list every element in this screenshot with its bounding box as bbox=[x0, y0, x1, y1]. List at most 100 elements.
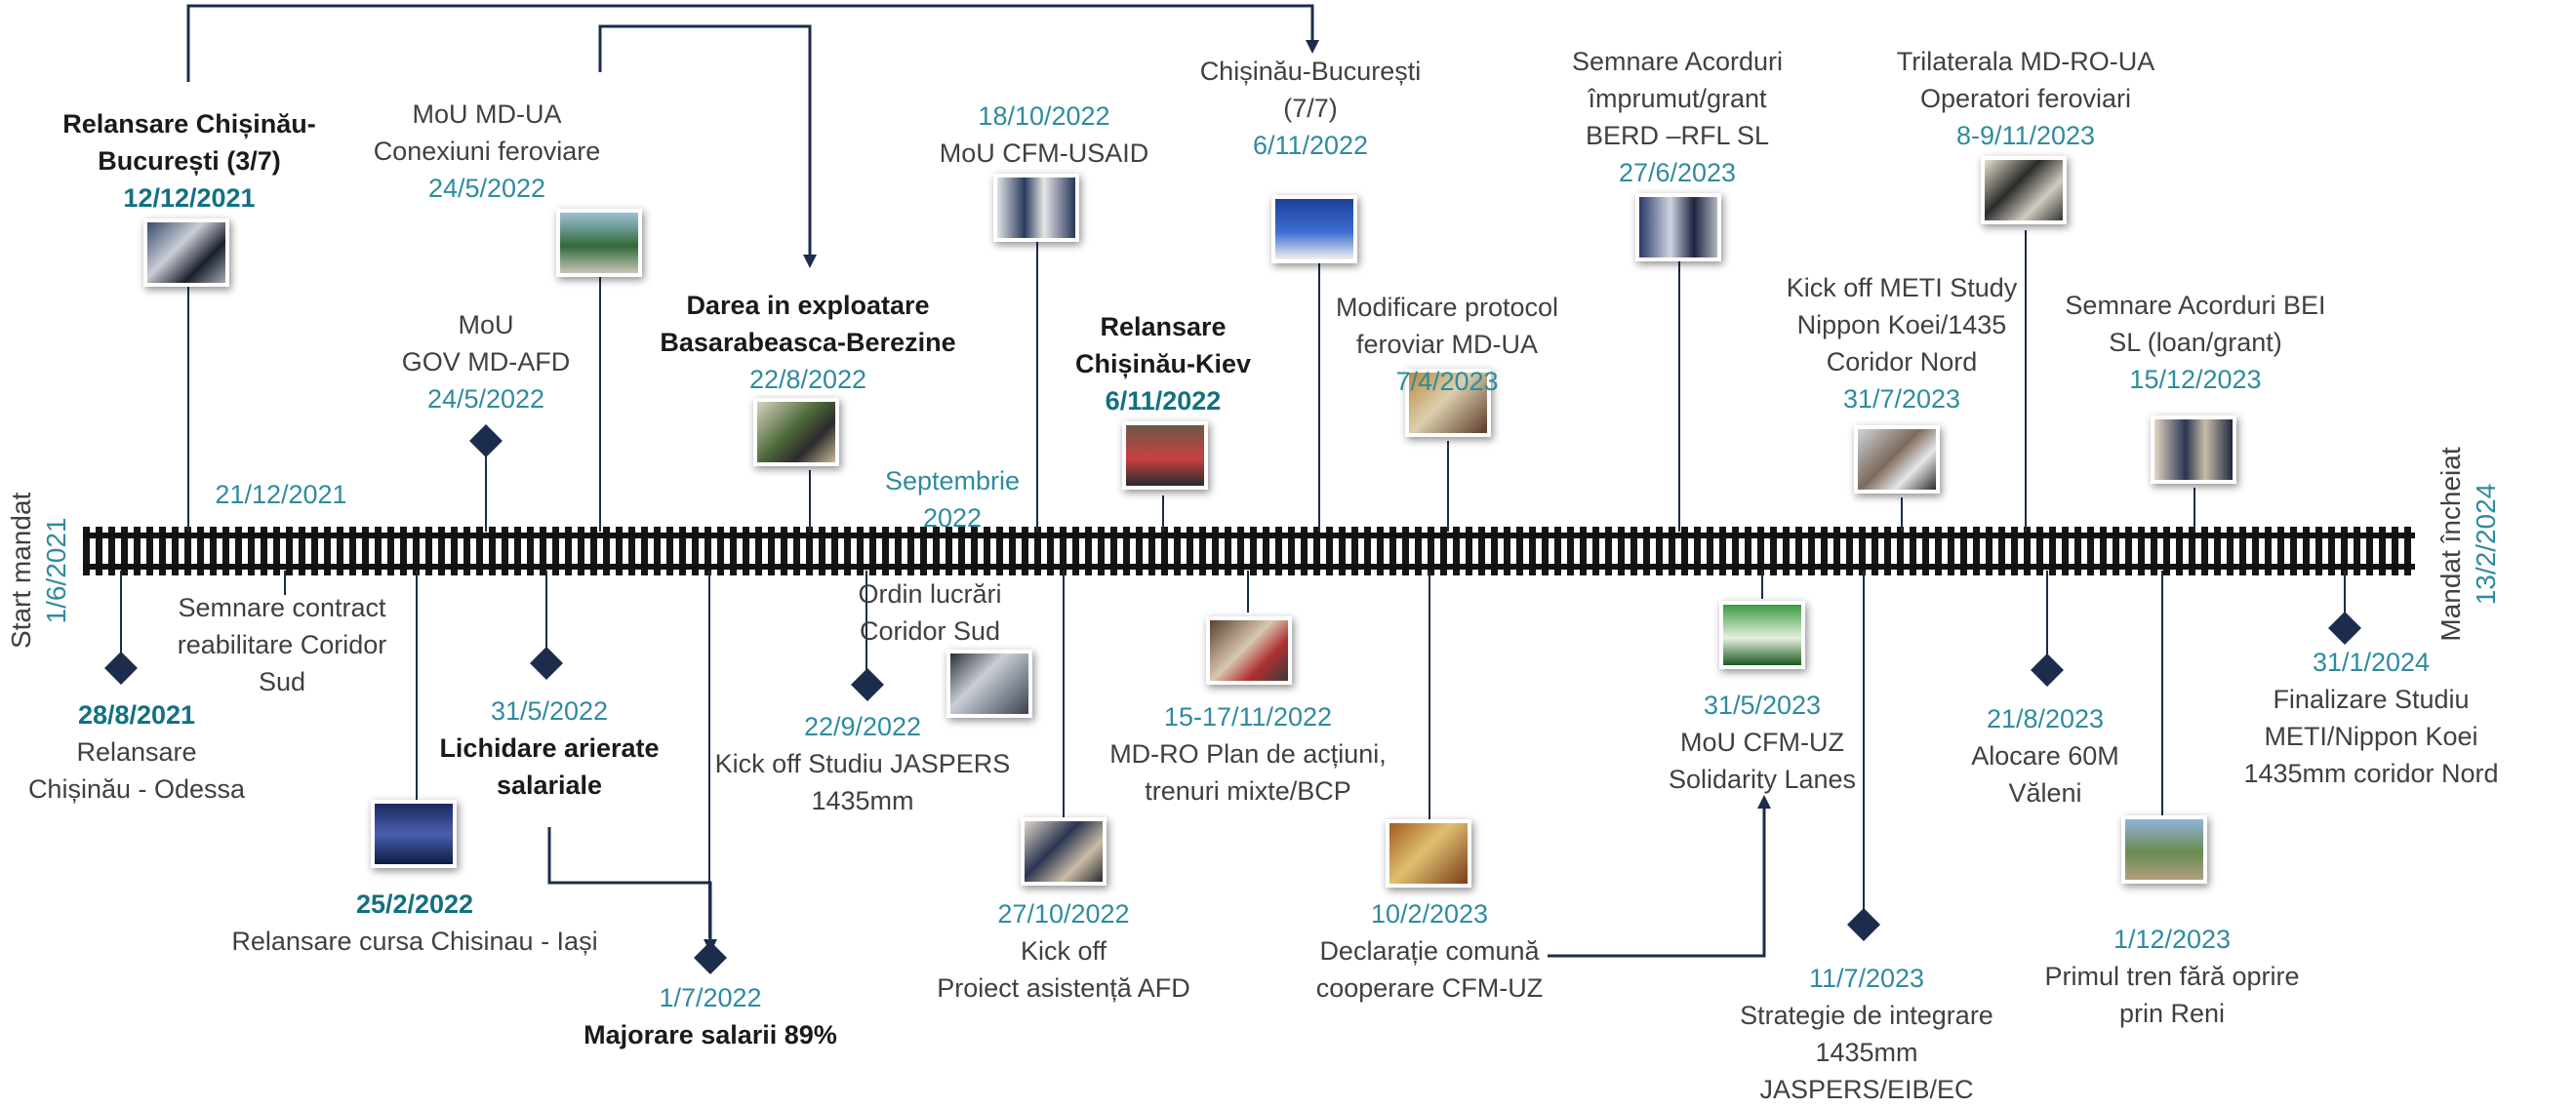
start-mandate-title: Start mandat bbox=[6, 492, 36, 649]
event-title-line: Văleni bbox=[2008, 778, 2082, 808]
event-photo bbox=[143, 218, 229, 287]
event-date: 11/7/2023 bbox=[1808, 964, 1925, 993]
event-title-line: Relansare bbox=[1100, 312, 1227, 341]
event-date: 18/10/2022 bbox=[978, 101, 1110, 131]
event-title-line: salariale bbox=[496, 771, 603, 800]
end-mandate-label: Mandat încheiat 13/2/2024 bbox=[2434, 437, 2504, 652]
event-title-line: Proiect asistență AFD bbox=[937, 973, 1190, 1003]
event-title-line: cooperare CFM-UZ bbox=[1315, 973, 1544, 1003]
timeline-diagram: Start mandat 1/6/2021 Mandat încheiat 13… bbox=[0, 4, 2501, 1108]
diamond-marker bbox=[1847, 908, 1880, 941]
event-date: 10/2/2023 bbox=[1370, 899, 1489, 929]
start-mandate-date: 1/6/2021 bbox=[41, 517, 71, 624]
timeline-event: 21/12/2021 bbox=[76, 476, 486, 513]
event-title-line: Lichidare arierate bbox=[439, 733, 660, 763]
event-title-line: Alocare 60M bbox=[1971, 741, 2119, 771]
event-title-line: Semnare Acorduri bbox=[1571, 47, 1784, 76]
event-title-line: Kick off Studiu JASPERS bbox=[714, 749, 1011, 778]
event-date: 1/7/2022 bbox=[659, 983, 762, 1012]
event-date: 1/12/2023 bbox=[2113, 925, 2232, 954]
event-photo bbox=[1122, 421, 1208, 490]
event-title-line: București (3/7) bbox=[98, 146, 281, 176]
event-title-line: Kick off bbox=[1020, 936, 1107, 966]
event-date: 27/6/2023 bbox=[1618, 158, 1737, 187]
event-title-line: Chișinău-București bbox=[1199, 57, 1422, 86]
event-title-line: GOV MD-AFD bbox=[401, 347, 571, 376]
stems-above bbox=[187, 226, 2195, 532]
event-photo bbox=[371, 800, 457, 868]
event-title-line: feroviar MD-UA bbox=[1355, 330, 1539, 359]
timeline-event: Trilaterala MD-RO-UA Operatori feroviari 8… bbox=[1821, 43, 2231, 154]
event-photo bbox=[1271, 195, 1357, 263]
event-photo bbox=[556, 209, 642, 277]
event-title-line: Declarație comună bbox=[1319, 936, 1540, 966]
diamond-marker bbox=[469, 424, 503, 457]
event-photo bbox=[1854, 425, 1940, 494]
event-title-line: Relansare Chișinău- bbox=[62, 109, 316, 138]
event-title-line: BERD –RFL SL bbox=[1585, 121, 1770, 150]
event-title-line: 1435mm coridor Nord bbox=[2243, 759, 2499, 788]
event-title-line: MoU CFM-UZ bbox=[1680, 728, 1844, 757]
event-title-line: Coridor Nord bbox=[1826, 347, 1978, 376]
event-title-line: 1435mm bbox=[811, 786, 914, 815]
event-photo bbox=[946, 650, 1032, 718]
event-title-line: Trilaterala MD-RO-UA bbox=[1896, 47, 2155, 76]
diamond-marker bbox=[694, 941, 727, 974]
start-mandate-label: Start mandat 1/6/2021 bbox=[4, 493, 74, 649]
event-date: 31/7/2023 bbox=[1842, 384, 1961, 414]
event-title-line: JASPERS/EIB/EC bbox=[1759, 1075, 1974, 1104]
event-photo bbox=[2121, 815, 2207, 884]
event-date: 21/8/2023 bbox=[1986, 704, 2105, 733]
timeline-event: Septembrie 2022 bbox=[747, 462, 1157, 536]
event-date: 24/5/2022 bbox=[427, 174, 546, 203]
stems-below bbox=[120, 571, 2346, 938]
event-date: 31/5/2022 bbox=[490, 696, 609, 726]
event-title-line: MoU bbox=[458, 310, 514, 339]
timeline-event: Chișinău-București (7/7) 6/11/2022 bbox=[1106, 53, 1515, 164]
event-title-line: MoU CFM-USAID bbox=[939, 138, 1149, 168]
event-photo bbox=[2151, 416, 2236, 484]
event-title-line: împrumut/grant bbox=[1588, 84, 1767, 113]
event-date: 15-17/11/2022 bbox=[1163, 702, 1333, 732]
event-title-line: (7/7) bbox=[1283, 94, 1338, 123]
event-title-line: Ordin lucrări bbox=[858, 579, 1002, 609]
event-title-line: METI/Nippon Koei bbox=[2264, 722, 2478, 751]
end-mandate-title: Mandat încheiat bbox=[2435, 447, 2466, 642]
event-date: 6/11/2022 bbox=[1252, 131, 1369, 160]
event-title-line: Coridor Sud bbox=[859, 616, 1001, 646]
event-title-line: Strategie de integrare bbox=[1740, 1001, 1993, 1030]
event-date: 8-9/11/2023 bbox=[1955, 121, 2096, 150]
event-photo bbox=[1021, 817, 1107, 886]
event-photo bbox=[1981, 156, 2067, 224]
event-title-line: MD-RO Plan de acțiuni, bbox=[1109, 739, 1387, 769]
event-title-line: trenuri mixte/BCP bbox=[1145, 776, 1351, 806]
event-date: 15/12/2023 bbox=[2129, 365, 2262, 394]
event-photo bbox=[1206, 616, 1292, 685]
event-title-line: Majorare salarii 89% bbox=[584, 1020, 837, 1049]
event-photo bbox=[993, 174, 1079, 242]
event-title-line: reabilitare Coridor bbox=[177, 630, 387, 659]
event-title-line: Operatori feroviari bbox=[1919, 84, 2132, 113]
event-title-line: Primul tren fără oprire bbox=[2044, 962, 2300, 991]
event-date: Septembrie 2022 bbox=[884, 466, 1021, 533]
event-title-line: Modificare protocol bbox=[1335, 293, 1559, 322]
event-date: 21/12/2021 bbox=[215, 480, 347, 509]
event-photo bbox=[1635, 193, 1721, 261]
event-title-line: Relansare cursa Chisinau - Iași bbox=[231, 927, 598, 956]
event-date: 27/10/2022 bbox=[997, 899, 1130, 929]
event-date: 12/12/2021 bbox=[123, 183, 256, 213]
